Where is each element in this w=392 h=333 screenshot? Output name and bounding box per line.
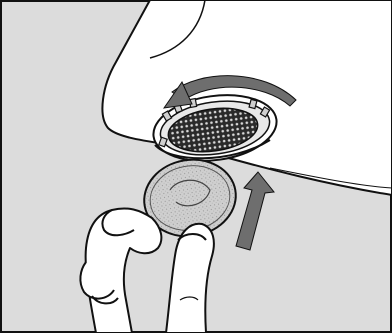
aerator-removal-illustration bbox=[0, 0, 392, 333]
illustration-canvas bbox=[0, 0, 392, 333]
